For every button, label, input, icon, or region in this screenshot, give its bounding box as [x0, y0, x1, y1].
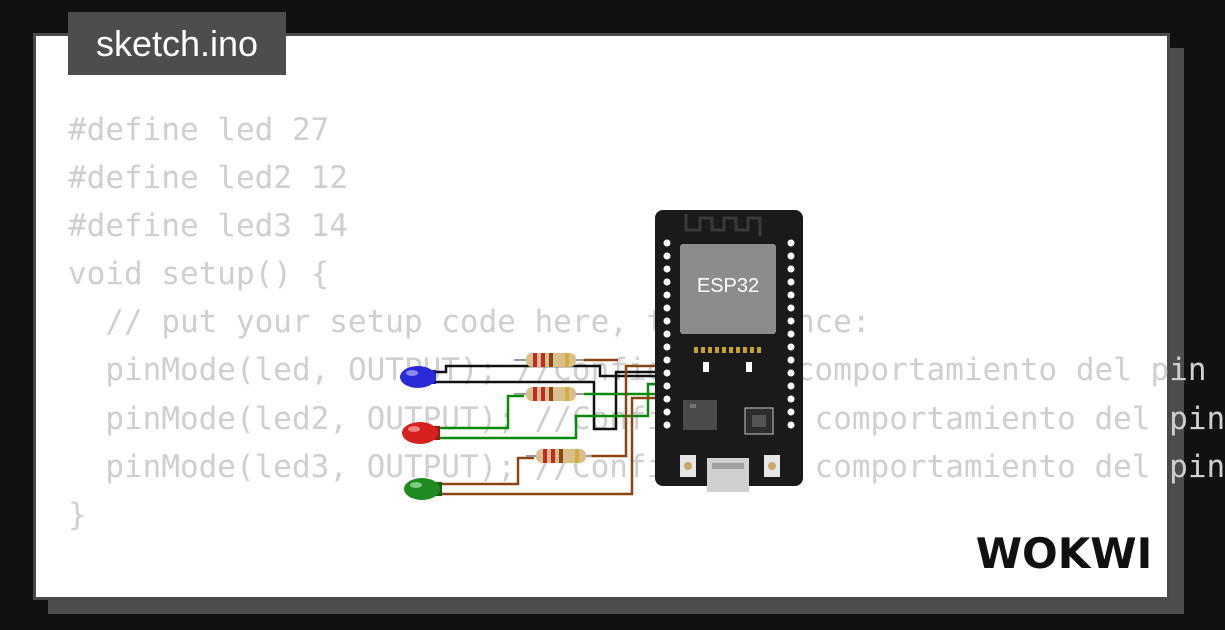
wire-red-cathode[interactable]	[440, 382, 660, 440]
wire-green-anode[interactable]	[442, 456, 534, 486]
file-tab[interactable]: sketch.ino	[68, 12, 286, 75]
resistor-1[interactable]	[514, 353, 584, 367]
chip-label: ESP32	[697, 275, 759, 297]
led-red[interactable]	[402, 422, 440, 444]
esp32-board[interactable]: ESP32	[655, 210, 803, 492]
code-line: void setup() {	[68, 256, 330, 293]
wokwi-logo: WOKWI	[976, 529, 1153, 578]
wire-blue-cathode[interactable]	[436, 370, 660, 431]
led-green[interactable]	[404, 478, 442, 500]
wires	[436, 358, 660, 496]
code-line: #define led3 14	[68, 208, 348, 245]
code-line: }	[68, 496, 87, 533]
resistor-2[interactable]	[514, 387, 584, 401]
code-line: #define led 27	[68, 112, 330, 148]
led-blue[interactable]	[400, 366, 436, 388]
wire-red-anode[interactable]	[440, 394, 524, 430]
code-line: #define led2 12	[68, 160, 348, 197]
wokwi-logo-text: WOKWI	[976, 529, 1153, 578]
wire-green-cathode[interactable]	[442, 396, 660, 496]
wire-blue-anode[interactable]	[436, 364, 660, 378]
resistor-3[interactable]	[526, 449, 592, 463]
circuit-diagram: ESP32	[400, 210, 803, 500]
wire-green-resistor[interactable]	[590, 364, 660, 458]
code-line: // put your setup code here, to run once…	[68, 304, 871, 341]
